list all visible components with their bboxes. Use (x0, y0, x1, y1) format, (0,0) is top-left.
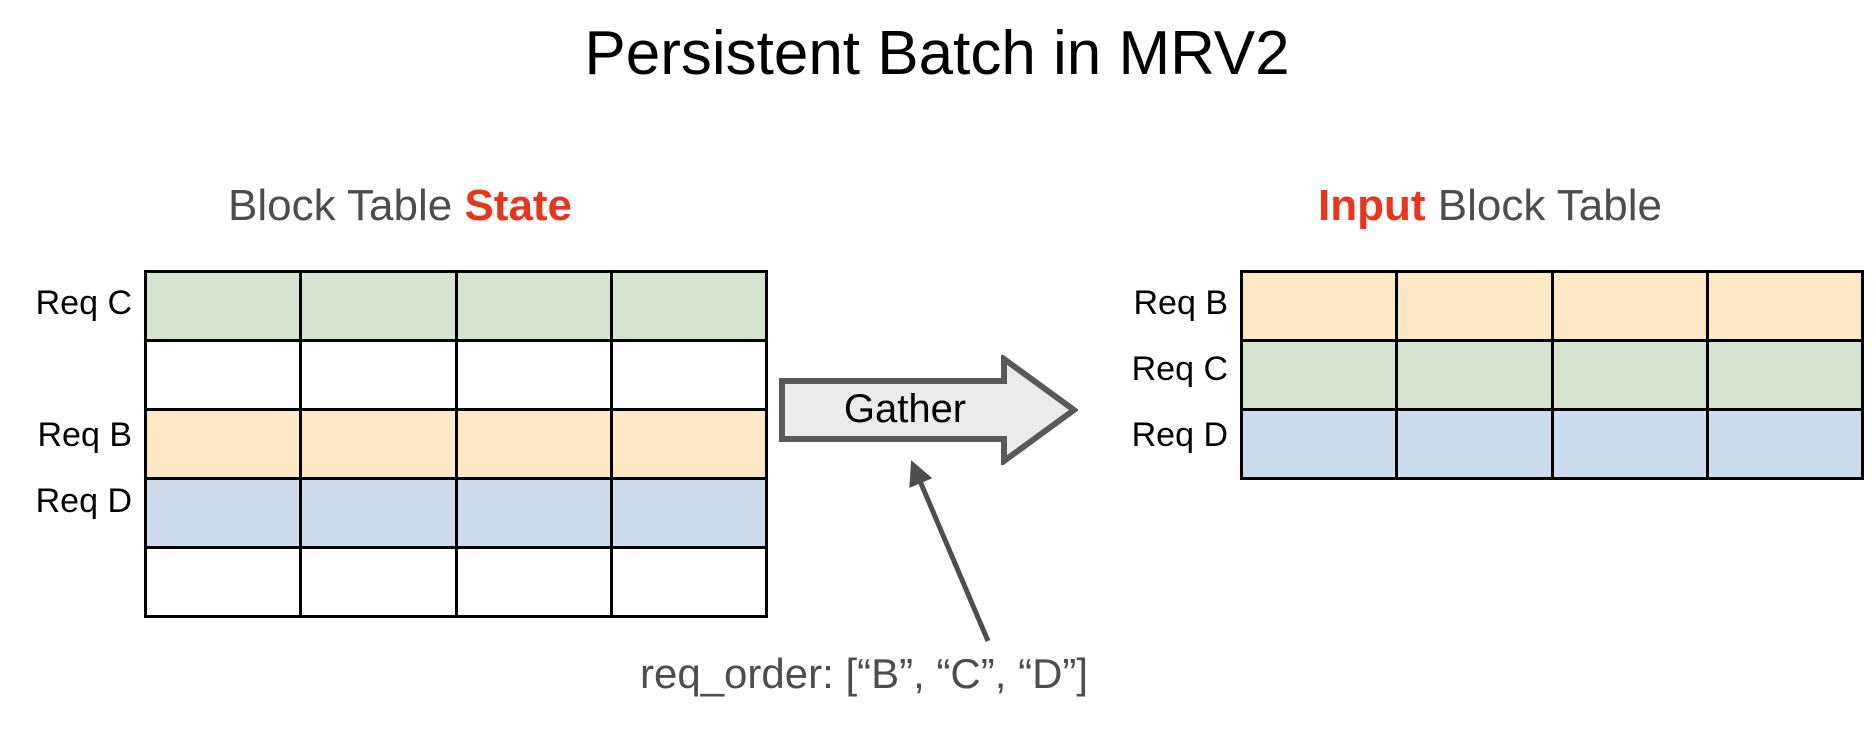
table-row (143, 408, 769, 480)
table-cell (1239, 339, 1399, 411)
table-cell (299, 477, 458, 549)
table-cell (143, 339, 303, 411)
table-cell (609, 477, 769, 549)
left-table-heading: Block Table State (228, 180, 572, 232)
gather-label: Gather (843, 387, 967, 431)
left-heading-prefix: Block Table (228, 181, 465, 230)
table-cell (299, 546, 458, 618)
req-order-caption: req_order: [“B”, “C”, “D”] (640, 650, 1089, 697)
row-label-input-req-b: Req B (1133, 284, 1229, 322)
table-cell (1395, 339, 1554, 411)
table-cell (299, 339, 458, 411)
block-table-state (143, 270, 769, 618)
table-cell (143, 546, 303, 618)
table-cell (299, 408, 458, 480)
table-row (143, 477, 769, 549)
table-cell (609, 546, 769, 618)
page-title: Persistent Batch in MRV2 (584, 19, 1290, 88)
table-cell (454, 477, 613, 549)
table-row (1239, 270, 1865, 342)
table-cell (454, 408, 613, 480)
right-heading-suffix: Block Table (1425, 181, 1662, 230)
table-row (143, 270, 769, 342)
table-cell (1550, 339, 1709, 411)
table-cell (454, 339, 613, 411)
row-label-state-req-c: Req C (35, 284, 132, 322)
table-cell (1705, 270, 1865, 342)
req-order-pointer-arrow-icon (900, 455, 1040, 645)
row-label-input-req-d: Req D (1131, 416, 1228, 454)
table-row (143, 546, 769, 618)
table-cell (1705, 339, 1865, 411)
table-cell (1239, 270, 1399, 342)
right-table-heading: Input Block Table (1318, 180, 1662, 232)
table-cell (299, 270, 458, 342)
table-cell (609, 408, 769, 480)
table-cell (1550, 408, 1709, 480)
table-row (1239, 408, 1865, 480)
table-cell (143, 408, 303, 480)
table-cell (609, 270, 769, 342)
left-heading-accent: State (464, 181, 573, 230)
table-cell (1395, 408, 1554, 480)
gather-arrow-icon (778, 355, 1078, 465)
table-cell (454, 270, 613, 342)
row-label-state-req-b: Req B (37, 416, 133, 454)
table-cell (1705, 408, 1865, 480)
table-cell (454, 546, 613, 618)
row-label-state-req-d: Req D (35, 482, 132, 520)
row-label-input-req-c: Req C (1131, 350, 1228, 388)
table-row (143, 339, 769, 411)
table-cell (143, 270, 303, 342)
table-cell (1395, 270, 1554, 342)
table-row (1239, 339, 1865, 411)
table-cell (609, 339, 769, 411)
right-heading-accent: Input (1318, 181, 1426, 230)
table-cell (1550, 270, 1709, 342)
block-table-input (1239, 270, 1865, 480)
table-cell (143, 477, 303, 549)
table-cell (1239, 408, 1399, 480)
